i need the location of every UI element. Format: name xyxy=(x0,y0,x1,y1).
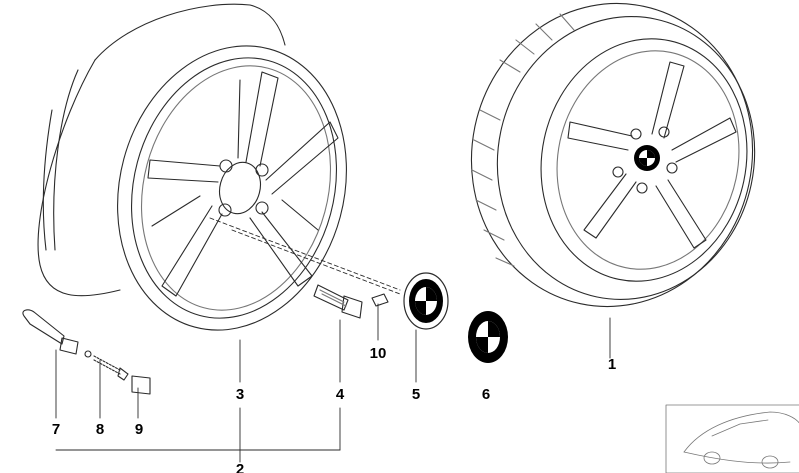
hubcap-with-rim-illustration xyxy=(403,272,449,330)
callout-10: 10 xyxy=(369,345,387,362)
rim-illustration xyxy=(37,3,347,331)
callout-8: 8 xyxy=(95,421,105,438)
callout-6: 6 xyxy=(481,386,491,403)
callout-5: 5 xyxy=(411,386,421,403)
hubcap-illustration xyxy=(468,311,508,363)
valve-core-illustration xyxy=(84,350,129,381)
tire-illustration xyxy=(470,2,756,308)
emblem-on-tire xyxy=(634,145,660,171)
callout-4: 4 xyxy=(335,386,345,403)
valve-stem-illustration xyxy=(22,309,79,355)
callout-7: 7 xyxy=(51,421,61,438)
callout-9: 9 xyxy=(134,421,144,438)
valve-cap-illustration xyxy=(131,375,151,395)
balance-weight-illustration xyxy=(371,293,389,307)
callout-1: 1 xyxy=(607,356,617,373)
car-thumbnail xyxy=(665,404,799,473)
callout-2: 2 xyxy=(235,461,245,473)
callout-3: 3 xyxy=(235,386,245,403)
wheel-bolt-illustration xyxy=(313,284,363,319)
